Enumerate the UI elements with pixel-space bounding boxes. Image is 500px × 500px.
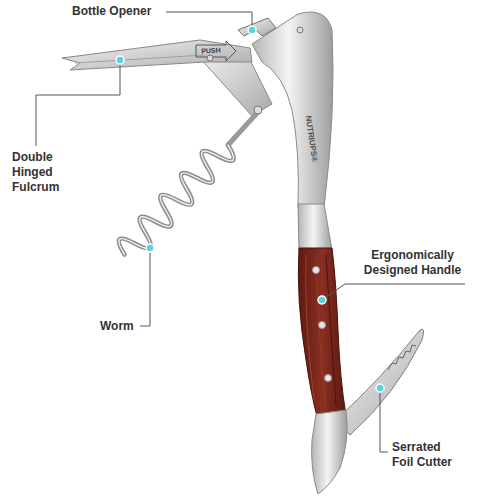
- part-label: Serrated Foil Cutter: [392, 440, 464, 470]
- bottle-opener: [238, 18, 276, 36]
- leader-line: [380, 393, 388, 452]
- part-label: Ergonomically Designed Handle: [360, 248, 465, 278]
- label-holder: Ergonomically Designed Handle: [360, 248, 465, 278]
- label-holder: Double Hinged Fulcrum: [12, 150, 74, 195]
- worm-highlight: [119, 145, 234, 255]
- leader-line: [322, 284, 465, 300]
- wood-grain: [326, 255, 336, 405]
- leader-line: [166, 12, 252, 26]
- worm-spiral: [119, 145, 234, 255]
- bolster-tip: [312, 410, 348, 494]
- serration: [388, 345, 416, 370]
- plate-crease: [75, 55, 205, 63]
- worm-shank: [228, 112, 258, 145]
- rivet: [325, 375, 332, 382]
- engraved-text: PUSH: [198, 45, 224, 55]
- callout-dot: [376, 384, 384, 392]
- callout-dot: [116, 56, 124, 64]
- part-label: Double Hinged Fulcrum: [12, 150, 74, 195]
- rivet: [313, 267, 320, 274]
- callout-dot: [146, 244, 154, 252]
- leader-line: [140, 253, 150, 326]
- label-holder: Serrated Foil Cutter: [392, 440, 464, 470]
- lever-plate: [62, 40, 252, 70]
- rivet: [207, 55, 213, 61]
- rivet: [319, 322, 326, 329]
- rivet: [297, 27, 303, 33]
- label-holder: Worm: [100, 319, 140, 334]
- label-holder: Bottle Opener: [72, 4, 164, 19]
- callout-dot: [318, 296, 326, 304]
- rivet: [254, 106, 262, 114]
- wood-grain: [316, 258, 326, 410]
- spine: [252, 12, 333, 208]
- callout-dot: [248, 26, 256, 34]
- wood-grain: [306, 255, 314, 400]
- bolster: [298, 204, 332, 250]
- wood-handle: [298, 248, 346, 420]
- label-holder: PUSH: [198, 45, 224, 55]
- part-label: Worm: [100, 319, 140, 334]
- leader-line: [36, 65, 120, 146]
- push-arrow: [196, 41, 236, 61]
- part-label: Bottle Opener: [72, 4, 164, 19]
